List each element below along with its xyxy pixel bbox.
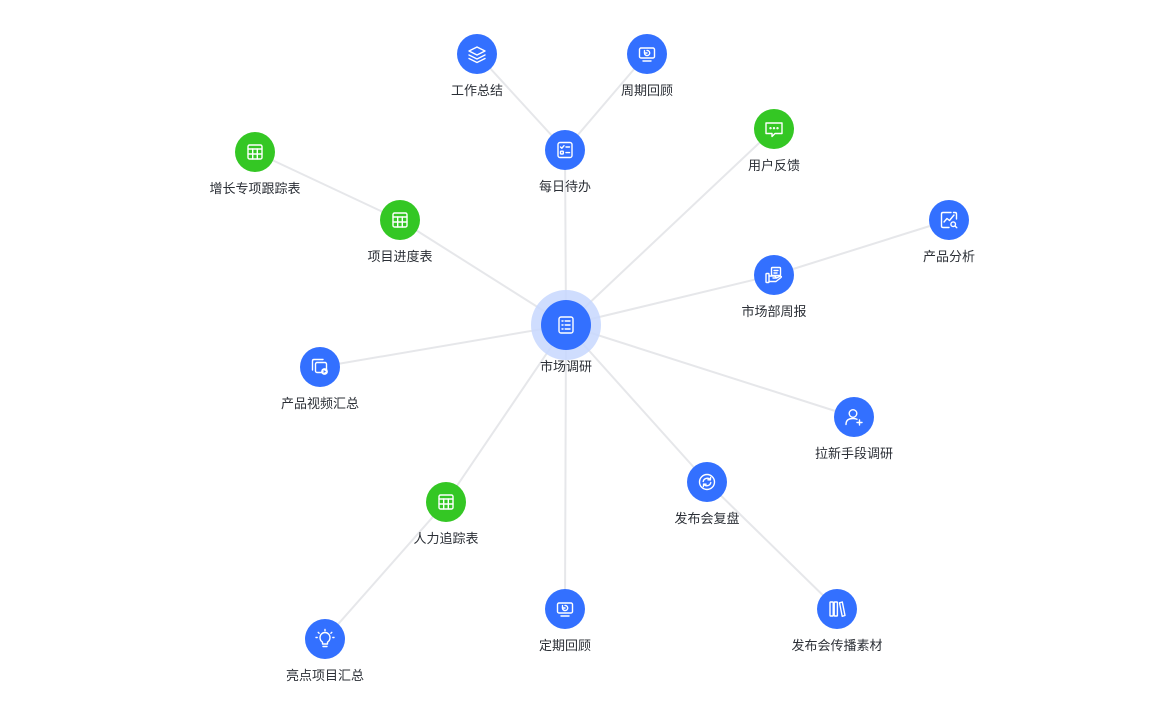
node-label: 发布会复盘 xyxy=(674,511,739,527)
user-add-icon xyxy=(845,408,863,426)
chat-icon xyxy=(765,122,783,138)
node-highlight-summary[interactable]: 亮点项目汇总 xyxy=(286,619,364,684)
graph-edges xyxy=(254,53,950,640)
table-icon xyxy=(392,212,408,228)
node-circle[interactable] xyxy=(545,130,585,170)
node-user-feedback[interactable]: 用户反馈 xyxy=(748,109,800,174)
monitor-icon xyxy=(556,602,574,617)
refresh-icon xyxy=(698,473,716,491)
edge-market_research-hr_tracker xyxy=(445,324,567,503)
node-label: 用户反馈 xyxy=(748,158,800,174)
edge-market_research-market_weekly xyxy=(565,274,775,326)
edge-market_research-product_video xyxy=(319,324,567,368)
node-circle[interactable] xyxy=(426,482,466,522)
node-product-video[interactable]: 产品视频汇总 xyxy=(281,347,359,412)
node-regular-review[interactable]: 定期回顾 xyxy=(539,589,591,654)
node-label: 亮点项目汇总 xyxy=(286,668,364,684)
node-label: 市场部周报 xyxy=(741,304,806,320)
edge-hr_tracker-highlight_summary xyxy=(324,501,447,640)
video-stack-icon xyxy=(311,358,328,375)
monitor-icon xyxy=(638,47,656,62)
edge-launch_review-launch_materials xyxy=(706,481,838,610)
node-label: 拉新手段调研 xyxy=(815,446,893,462)
node-label: 工作总结 xyxy=(451,84,503,99)
node-circle[interactable] xyxy=(300,347,340,387)
node-market-research[interactable]: 市场调研 xyxy=(531,290,601,375)
checklist-icon xyxy=(557,141,573,159)
node-label: 周期回顾 xyxy=(621,84,673,99)
bulb-icon xyxy=(315,628,335,648)
node-circle[interactable] xyxy=(305,619,345,659)
edge-market_research-regular_review xyxy=(564,324,567,610)
doc-list-icon xyxy=(558,316,574,334)
edge-market_research-acquisition_research xyxy=(565,324,855,418)
edge-market_research-launch_review xyxy=(565,324,708,483)
report-icon xyxy=(765,266,783,284)
table-icon xyxy=(438,494,454,510)
node-growth-tracker[interactable]: 增长专项跟踪表 xyxy=(209,132,301,197)
node-circle[interactable] xyxy=(687,462,727,502)
node-circle[interactable] xyxy=(235,132,275,172)
edge-market_weekly-product_analysis xyxy=(773,219,950,276)
table-icon xyxy=(247,144,263,160)
node-circle[interactable] xyxy=(380,200,420,240)
layers-icon xyxy=(468,46,486,64)
node-circle[interactable] xyxy=(627,34,667,74)
node-period-review[interactable]: 周期回顾 xyxy=(621,34,673,99)
chart-search-icon xyxy=(940,211,958,229)
node-launch-review[interactable]: 发布会复盘 xyxy=(674,462,740,527)
node-circle[interactable] xyxy=(457,34,497,74)
node-launch-materials[interactable]: 发布会传播素材 xyxy=(791,589,883,654)
node-label: 产品视频汇总 xyxy=(281,397,359,412)
books-icon xyxy=(829,601,846,617)
edge-daily_todo-work_summary xyxy=(476,53,566,151)
node-project-progress[interactable]: 项目进度表 xyxy=(367,200,433,265)
edge-market_research-user_feedback xyxy=(565,128,775,326)
node-work-summary[interactable]: 工作总结 xyxy=(451,34,503,99)
edge-daily_todo-period_review xyxy=(564,53,648,151)
node-label: 增长专项跟踪表 xyxy=(209,182,300,197)
node-label: 项目进度表 xyxy=(367,249,432,265)
node-label: 每日待办 xyxy=(539,179,591,195)
node-product-analysis[interactable]: 产品分析 xyxy=(923,200,975,265)
node-label: 市场调研 xyxy=(540,359,592,375)
node-daily-todo[interactable]: 每日待办 xyxy=(539,130,591,195)
node-circle[interactable] xyxy=(545,589,585,629)
node-acquisition-research[interactable]: 拉新手段调研 xyxy=(815,397,893,462)
node-label: 人力追踪表 xyxy=(413,531,478,547)
node-label: 定期回顾 xyxy=(539,639,591,654)
node-market-weekly[interactable]: 市场部周报 xyxy=(741,255,807,320)
node-label: 产品分析 xyxy=(923,250,975,265)
node-hr-tracker[interactable]: 人力追踪表 xyxy=(413,482,479,547)
edge-project_progress-growth_tracker xyxy=(254,151,401,221)
node-label: 发布会传播素材 xyxy=(791,638,882,654)
